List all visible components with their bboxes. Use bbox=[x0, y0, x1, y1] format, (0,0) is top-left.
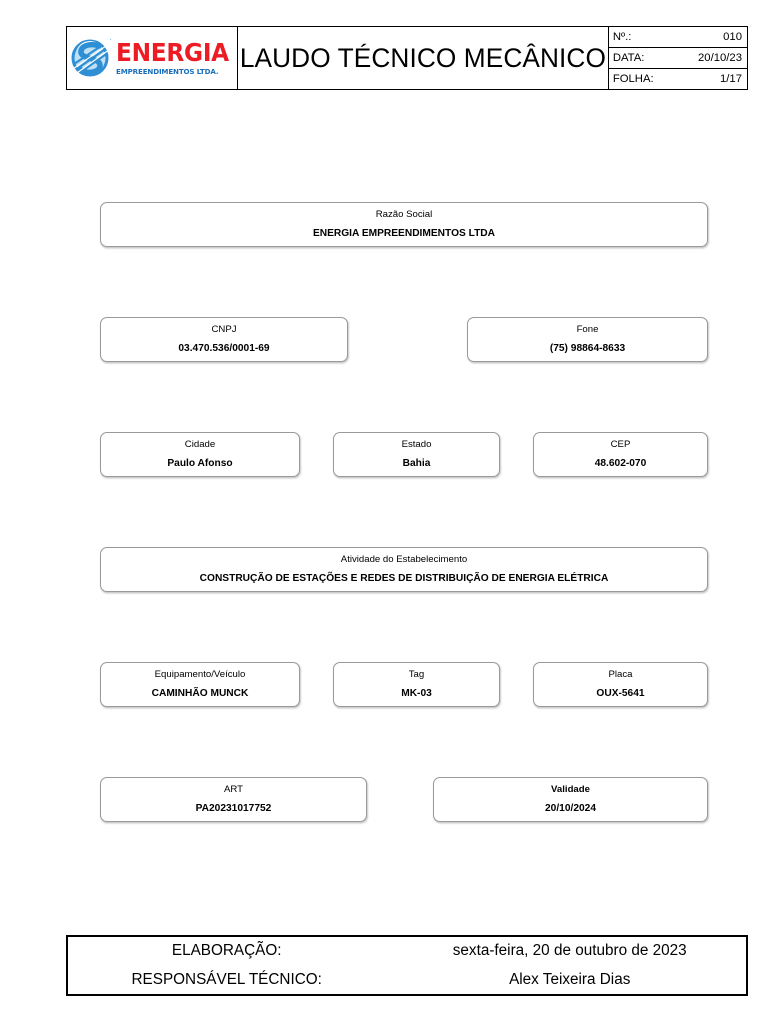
field-cidade: Cidade Paulo Afonso bbox=[100, 432, 300, 477]
field-value-placa: OUX-5641 bbox=[596, 688, 645, 700]
field-value-fone: (75) 98864-8633 bbox=[549, 343, 626, 355]
field-atividade-estabelecimento: Atividade do Estabelecimento CONSTRUÇÃO … bbox=[100, 547, 708, 592]
meta-value-folha: 1/17 bbox=[720, 73, 742, 85]
footer-row-elaboracao: ELABORAÇÃO: sexta-feira, 20 de outubro d… bbox=[68, 937, 746, 966]
field-label-cnpj: CNPJ bbox=[211, 323, 237, 335]
footer-label-responsavel-tecnico: RESPONSÁVEL TÉCNICO: bbox=[131, 970, 322, 988]
field-value-razao-social: ENERGIA EMPREENDIMENTOS LTDA bbox=[312, 228, 496, 240]
field-value-validade: 20/10/2024 bbox=[545, 803, 596, 815]
header-logo-cell: ENERGIA EMPREENDIMENTOS LTDA. bbox=[66, 27, 238, 89]
field-label-atividade: Atividade do Estabelecimento bbox=[340, 553, 468, 565]
field-fone: Fone (75) 98864-8633 bbox=[467, 317, 708, 362]
field-estado: Estado Bahia bbox=[333, 432, 500, 477]
field-razao-social: Razão Social ENERGIA EMPREENDIMENTOS LTD… bbox=[100, 202, 708, 247]
field-label-tag: Tag bbox=[408, 668, 425, 680]
meta-label-folha: FOLHA: bbox=[612, 73, 654, 85]
field-cnpj: CNPJ 03.470.536/0001-69 bbox=[100, 317, 348, 362]
field-label-cidade: Cidade bbox=[184, 438, 216, 450]
energia-swoosh-emblem-icon bbox=[66, 33, 113, 83]
field-label-placa: Placa bbox=[608, 668, 633, 680]
field-value-equipamento: CAMINHÃO MUNCK bbox=[151, 688, 249, 700]
logo-brand-text: ENERGIA bbox=[115, 38, 229, 68]
meta-row-folha: FOLHA: 1/17 bbox=[609, 69, 747, 89]
field-equipamento-veiculo: Equipamento/Veículo CAMINHÃO MUNCK bbox=[100, 662, 300, 707]
field-value-cidade: Paulo Afonso bbox=[167, 458, 233, 470]
field-label-validade: Validade bbox=[551, 783, 590, 795]
document-footer: ELABORAÇÃO: sexta-feira, 20 de outubro d… bbox=[66, 935, 748, 996]
meta-row-data: DATA: 20/10/23 bbox=[608, 48, 747, 69]
field-tag: Tag MK-03 bbox=[333, 662, 500, 707]
meta-label-numero: Nº.: bbox=[612, 31, 632, 43]
footer-label-elaboracao: ELABORAÇÃO: bbox=[171, 942, 282, 960]
footer-row-responsavel-tecnico: RESPONSÁVEL TÉCNICO: Alex Teixeira Dias bbox=[68, 966, 746, 995]
field-value-tag: MK-03 bbox=[401, 688, 432, 700]
field-label-art: ART bbox=[223, 783, 243, 795]
field-label-razao-social: Razão Social bbox=[375, 208, 433, 220]
logo-tagline-text: EMPREENDIMENTOS LTDA. bbox=[115, 67, 219, 77]
meta-label-data: DATA: bbox=[612, 52, 645, 64]
company-logo: ENERGIA EMPREENDIMENTOS LTDA. bbox=[66, 33, 237, 83]
footer-value-elaboracao: sexta-feira, 20 de outubro de 2023 bbox=[452, 942, 687, 960]
field-cep: CEP 48.602-070 bbox=[533, 432, 708, 477]
header-meta-table: Nº.: 010 DATA: 20/10/23 FOLHA: 1/17 bbox=[608, 27, 747, 89]
document-title: LAUDO TÉCNICO MECÂNICO bbox=[239, 42, 606, 73]
field-validade: Validade 20/10/2024 bbox=[433, 777, 708, 822]
field-label-fone: Fone bbox=[576, 323, 599, 335]
field-value-art: PA20231017752 bbox=[195, 803, 272, 815]
header-title-cell: LAUDO TÉCNICO MECÂNICO bbox=[238, 27, 609, 89]
field-art: ART PA20231017752 bbox=[100, 777, 367, 822]
field-label-equipamento: Equipamento/Veículo bbox=[154, 668, 246, 680]
field-placa: Placa OUX-5641 bbox=[533, 662, 708, 707]
field-label-cep: CEP bbox=[610, 438, 631, 450]
meta-value-data: 20/10/23 bbox=[698, 52, 742, 64]
document-header: ENERGIA EMPREENDIMENTOS LTDA. LAUDO TÉCN… bbox=[66, 26, 748, 90]
meta-value-numero: 010 bbox=[723, 31, 742, 43]
field-value-cep: 48.602-070 bbox=[594, 458, 647, 470]
field-value-estado: Bahia bbox=[402, 458, 431, 470]
field-label-estado: Estado bbox=[401, 438, 432, 450]
footer-value-responsavel-tecnico: Alex Teixeira Dias bbox=[509, 970, 631, 988]
field-value-atividade: CONSTRUÇÃO DE ESTAÇÕES E REDES DE DISTRI… bbox=[199, 573, 609, 585]
field-value-cnpj: 03.470.536/0001-69 bbox=[178, 343, 270, 355]
meta-row-numero: Nº.: 010 bbox=[608, 27, 747, 48]
